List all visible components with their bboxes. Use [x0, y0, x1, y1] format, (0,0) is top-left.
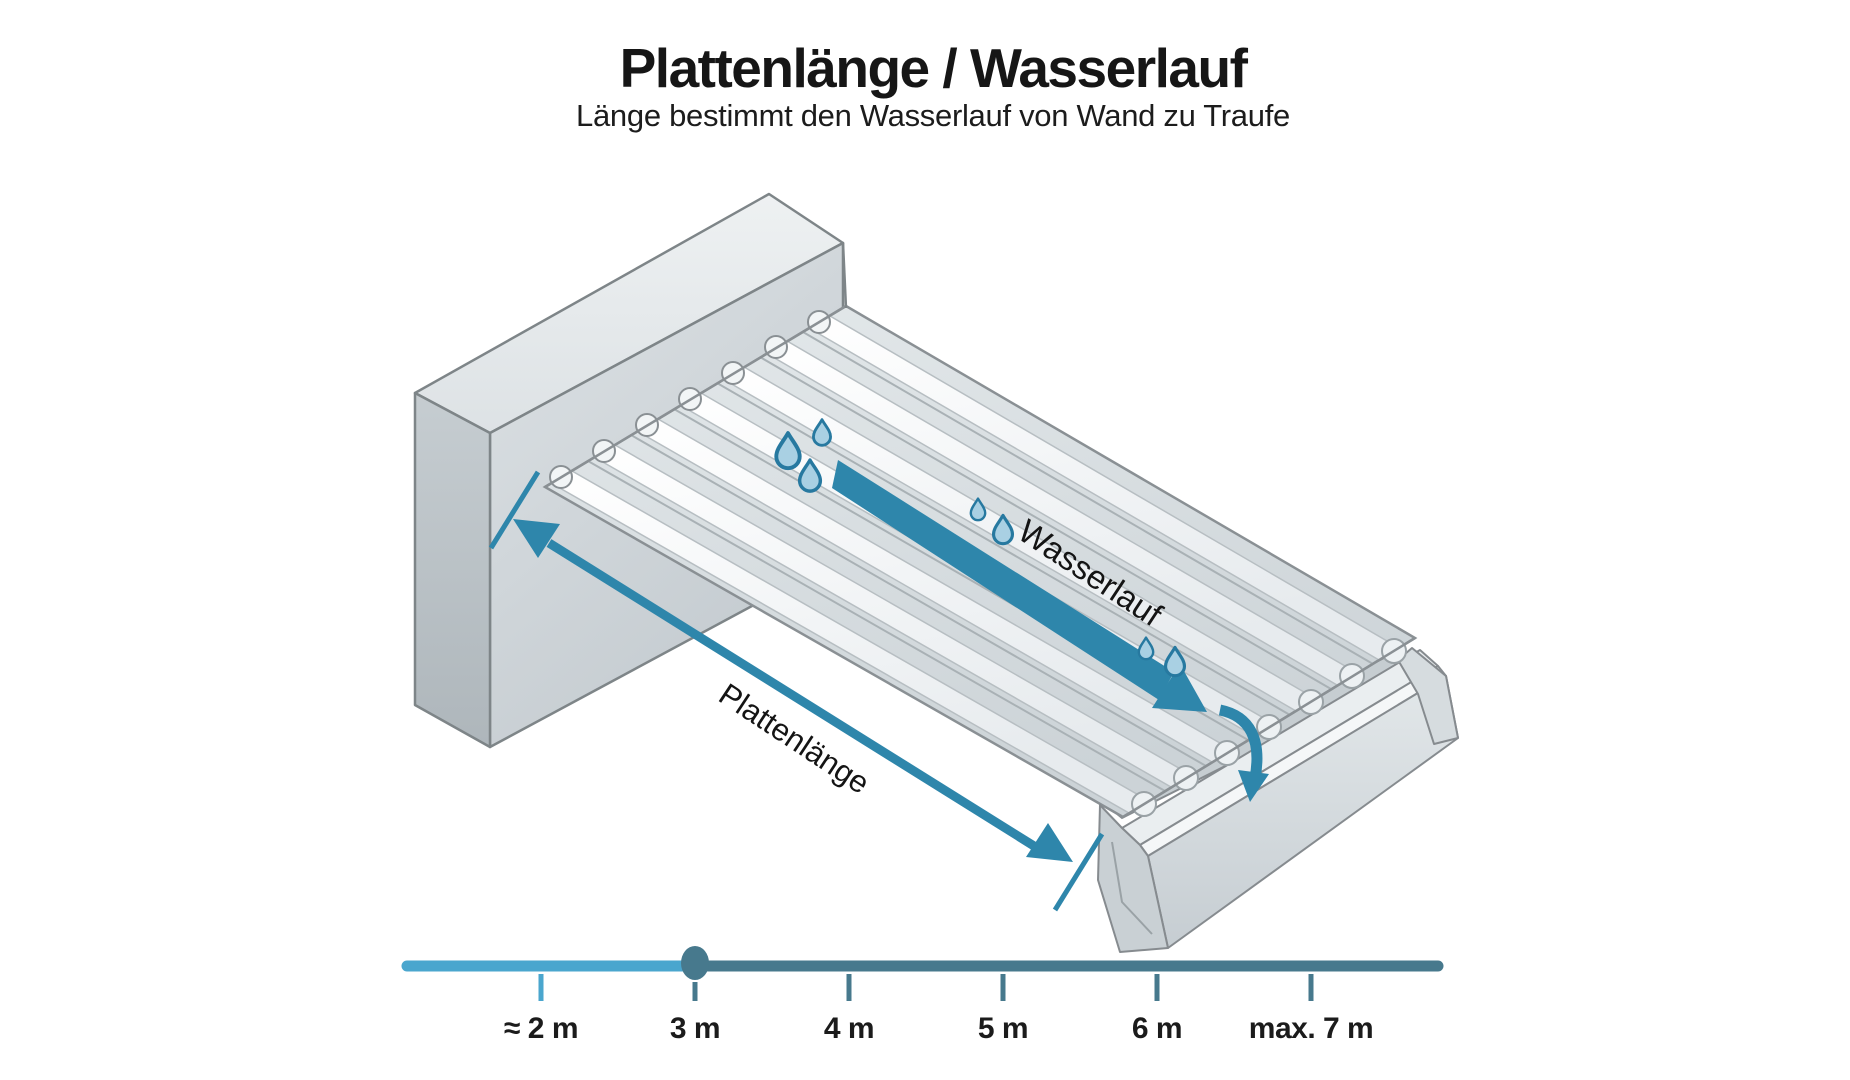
- water-drop-icon: [812, 418, 832, 447]
- gutter-left-end-channel: [1111, 841, 1153, 935]
- water-droplets: [774, 418, 1187, 678]
- page-title: Plattenlänge / Wasserlauf: [619, 37, 1248, 99]
- panel-valley-lines: [587, 331, 1374, 792]
- dimension-arrowhead-start-icon: [513, 519, 560, 558]
- dimension-tick-end: [1052, 832, 1105, 912]
- water-drop-icon: [774, 431, 802, 471]
- gutter: [1097, 647, 1459, 953]
- plattenlaenge-arrow: [488, 470, 1105, 912]
- water-drop-icon: [1163, 645, 1187, 678]
- wasserlauf-arrow: [832, 460, 1207, 712]
- wall-right-edge: [841, 242, 848, 309]
- water-drop-icon: [797, 458, 823, 493]
- panel-eaves-edge: [1122, 636, 1416, 819]
- curved-arrowhead-icon: [1238, 770, 1269, 802]
- wasserlauf-arrowhead-icon: [1152, 664, 1207, 712]
- wasserlauf-band: [832, 460, 1174, 700]
- gutter-left-end-cap: [1097, 804, 1169, 953]
- panel-wall-edge: [544, 304, 847, 489]
- scale-label-2m: ≈ 2 m: [504, 1012, 579, 1045]
- scale-label-6m: 6 m: [1131, 1012, 1183, 1045]
- water-flow-curved-arrow: [1218, 704, 1269, 802]
- scale-label-3m: 3 m: [669, 1012, 721, 1045]
- scale-label-max7m: max. 7 m: [1248, 1012, 1374, 1045]
- wall-end-face: [413, 391, 492, 749]
- scale-label-4m: 4 m: [823, 1012, 875, 1045]
- water-drop-icon: [1137, 636, 1155, 661]
- water-drop-icon: [969, 497, 987, 522]
- dimension-tick-start: [488, 470, 541, 550]
- dimension-shaft: [546, 539, 1045, 855]
- scale-ticks: [538, 974, 1314, 1001]
- page-subtitle: Länge bestimmt den Wasserlauf von Wand z…: [576, 98, 1290, 133]
- water-drop-icon: [991, 513, 1015, 546]
- length-scale: [401, 946, 1444, 1001]
- scale-marker-3m: [681, 946, 709, 980]
- dimension-arrowhead-end-icon: [1026, 823, 1073, 862]
- scale-label-5m: 5 m: [977, 1012, 1029, 1045]
